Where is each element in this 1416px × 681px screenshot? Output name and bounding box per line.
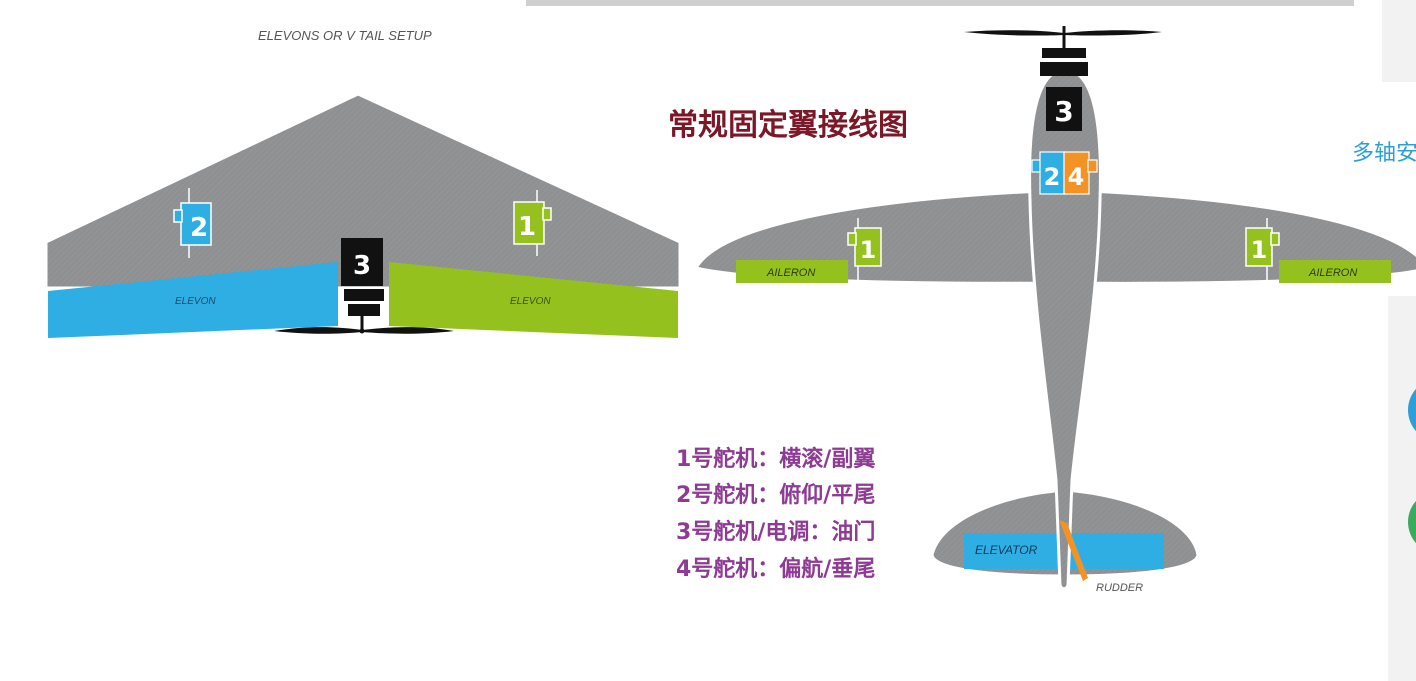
side-panel-heading: 多轴安 [1352, 141, 1416, 166]
svg-text:3: 3 [1054, 95, 1073, 128]
plane-title: 常规固定翼接线图 [668, 108, 908, 143]
servo-legend: 1号舵机：横滚/副翼 2号舵机：俯仰/平尾 3号舵机/电调：油门 4号舵机：偏航… [676, 446, 875, 582]
side-green-circle [1408, 500, 1416, 544]
svg-text:1: 1 [860, 236, 877, 264]
plane-rudder-label: RUDDER [1096, 582, 1143, 594]
svg-text:1: 1 [518, 212, 536, 242]
plane-right-aileron [1279, 260, 1391, 283]
plane-servo-left-aileron: 1 [847, 218, 882, 284]
side-panel-top [1382, 0, 1416, 82]
plane-servo-2: 2 [1031, 151, 1066, 195]
plane-fuselage [1028, 68, 1102, 591]
side-blue-circle [1408, 388, 1416, 432]
svg-text:3: 3 [353, 251, 371, 281]
plane-left-aileron [736, 260, 848, 283]
plane-left-aileron-label: AILERON [766, 267, 815, 279]
legend-item-2: 2号舵机：俯仰/平尾 [676, 482, 875, 508]
plane-motor: 3 [964, 26, 1162, 131]
plane-right-aileron-label: AILERON [1308, 267, 1357, 279]
plane-servo-right-aileron: 1 [1245, 218, 1280, 284]
flying-wing-right-elevon-label: ELEVON [510, 296, 551, 307]
legend-item-4: 4号舵机：偏航/垂尾 [676, 556, 875, 582]
plane: 常规固定翼接线图 AILERON AILERON ELEVATOR RUDDER… [668, 26, 1416, 594]
flying-wing-left-elevon [48, 262, 338, 338]
legend-item-1: 1号舵机：横滚/副翼 [676, 446, 875, 472]
plane-servo-4: 4 [1063, 151, 1098, 195]
flying-wing-servo-1: 1 [513, 190, 552, 256]
svg-text:1: 1 [1251, 236, 1268, 264]
flying-wing-right-elevon [389, 262, 678, 338]
svg-text:4: 4 [1068, 163, 1085, 191]
plane-rudder [1059, 520, 1088, 581]
flying-wing-servo-2: 2 [173, 188, 212, 258]
legend-item-3: 3号舵机/电调：油门 [676, 519, 875, 545]
plane-elevator-label: ELEVATOR [975, 543, 1038, 557]
flying-wing-caption: ELEVONS OR V TAIL SETUP [258, 28, 432, 43]
top-divider-bar [526, 0, 1354, 6]
flying-wing-motor: 3 [274, 238, 454, 334]
svg-text:2: 2 [190, 213, 208, 243]
svg-text:2: 2 [1044, 163, 1061, 191]
flying-wing-left-elevon-label: ELEVON [175, 296, 216, 307]
flying-wing: ELEVONS OR V TAIL SETUP ELEVON ELEVON 2 … [44, 28, 682, 338]
side-panel-bottom [1388, 296, 1416, 681]
